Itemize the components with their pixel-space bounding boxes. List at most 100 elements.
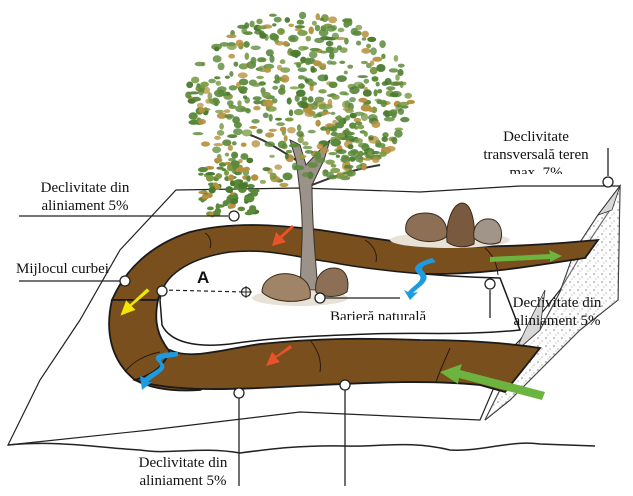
leaf-cluster	[394, 129, 403, 138]
leaf-cluster	[194, 61, 205, 67]
leaf-cluster	[226, 42, 237, 51]
rock-icon	[446, 202, 475, 248]
label-grade-top-left-line1: Declivitate din	[40, 180, 130, 196]
leaf-cluster	[355, 24, 363, 31]
center-point-icon	[240, 286, 252, 298]
rock-icon	[473, 218, 503, 245]
leaf-cluster	[226, 197, 231, 204]
leaf-cluster	[229, 198, 239, 205]
leaf-cluster	[264, 141, 275, 147]
leaf-cluster	[361, 47, 371, 54]
leaf-cluster	[280, 67, 291, 73]
leaf-cluster	[376, 64, 386, 72]
leaf-cluster	[383, 117, 395, 122]
leaf-cluster	[335, 174, 344, 179]
leaf-cluster	[244, 22, 250, 29]
leaf-cluster	[328, 81, 338, 89]
leaf-cluster	[286, 97, 292, 105]
leaf-cluster	[237, 100, 242, 107]
leaf-cluster	[265, 49, 274, 57]
leaf-cluster	[229, 71, 234, 77]
leaf-cluster	[266, 106, 277, 112]
leaf-cluster	[298, 154, 307, 159]
leaf-cluster	[214, 76, 221, 80]
water-flow-icon	[140, 352, 178, 390]
leaf-cluster	[294, 25, 305, 29]
leaf-cluster	[283, 135, 288, 142]
leaf-cluster	[313, 151, 322, 160]
rock-icon	[261, 273, 311, 302]
leaf-cluster	[296, 63, 301, 68]
leaf-cluster	[328, 152, 338, 156]
leaf-cluster	[325, 40, 334, 47]
leaf-cluster	[321, 126, 328, 130]
leaf-cluster	[235, 105, 246, 113]
tree-icon	[185, 11, 415, 291]
leaf-cluster	[339, 91, 348, 96]
leaf-cluster	[233, 185, 239, 190]
leaf-cluster	[296, 89, 306, 97]
leaf-cluster	[397, 108, 405, 115]
leaf-cluster	[382, 132, 389, 138]
leaf-cluster	[347, 144, 354, 150]
leaf-cluster	[291, 162, 298, 171]
leaf-cluster	[305, 35, 312, 42]
leaf-cluster	[245, 108, 251, 114]
leaf-cluster	[301, 102, 309, 109]
leaf-cluster	[307, 96, 314, 103]
leaf-cluster	[191, 76, 200, 84]
leaf-cluster	[296, 19, 305, 25]
leaf-cluster	[246, 175, 251, 182]
callout-marker	[602, 176, 614, 188]
leaf-cluster	[186, 81, 194, 89]
leaf-cluster	[253, 100, 262, 105]
leaf-cluster	[304, 57, 311, 66]
leaf-cluster	[314, 24, 321, 32]
label-cross-slope: Declivitate transversală teren max. 7%	[464, 128, 608, 174]
callout-marker	[484, 278, 496, 290]
leaf-cluster	[273, 16, 282, 23]
leaf-cluster	[284, 117, 294, 122]
leaf-cluster	[242, 95, 248, 99]
leaf-cluster	[298, 83, 305, 89]
label-cross-slope-line1: Declivitate	[503, 129, 569, 145]
leaf-cluster	[381, 53, 386, 59]
leaf-cluster	[206, 175, 214, 182]
leaf-cluster	[246, 61, 257, 69]
label-grade-bottom-line2: aliniament 5%	[139, 473, 227, 489]
leaf-cluster	[280, 74, 290, 83]
leaf-cluster	[277, 140, 287, 149]
label-curve-middle: Mijlocul curbei	[16, 260, 109, 278]
leaf-cluster	[208, 98, 213, 103]
leaf-cluster	[230, 160, 240, 167]
leaf-cluster	[331, 94, 340, 100]
callout-marker	[156, 285, 168, 297]
leaf-cluster	[346, 170, 356, 177]
leaf-cluster	[272, 85, 279, 90]
leaf-cluster	[279, 126, 287, 132]
leaf-cluster	[216, 130, 225, 136]
cut-slope-shoulder	[596, 185, 621, 216]
leaf-cluster	[257, 57, 267, 63]
leaf-cluster	[224, 75, 230, 79]
leaf-cluster	[319, 50, 328, 54]
leaf-cluster	[311, 20, 317, 26]
callout-marker	[339, 379, 351, 391]
leaf-cluster	[212, 182, 219, 187]
leaf-cluster	[307, 162, 318, 169]
leaf-cluster	[330, 126, 338, 132]
leaf-cluster	[330, 111, 336, 115]
leaf-cluster	[318, 103, 327, 110]
leaf-cluster	[389, 109, 398, 116]
label-grade-bottom: Declivitate din aliniament 5%	[128, 454, 238, 490]
leaf-cluster	[238, 78, 249, 86]
leaf-cluster	[261, 91, 271, 99]
leaf-cluster	[201, 141, 210, 147]
leaf-cluster	[237, 86, 248, 92]
leaf-cluster	[389, 92, 399, 98]
label-natural-barrier: Barieră naturală	[330, 308, 426, 320]
leaf-cluster	[375, 81, 380, 87]
leaf-cluster	[354, 125, 359, 130]
leaf-cluster	[345, 131, 355, 136]
label-grade-right: Declivitate din aliniament 5%	[494, 294, 620, 330]
